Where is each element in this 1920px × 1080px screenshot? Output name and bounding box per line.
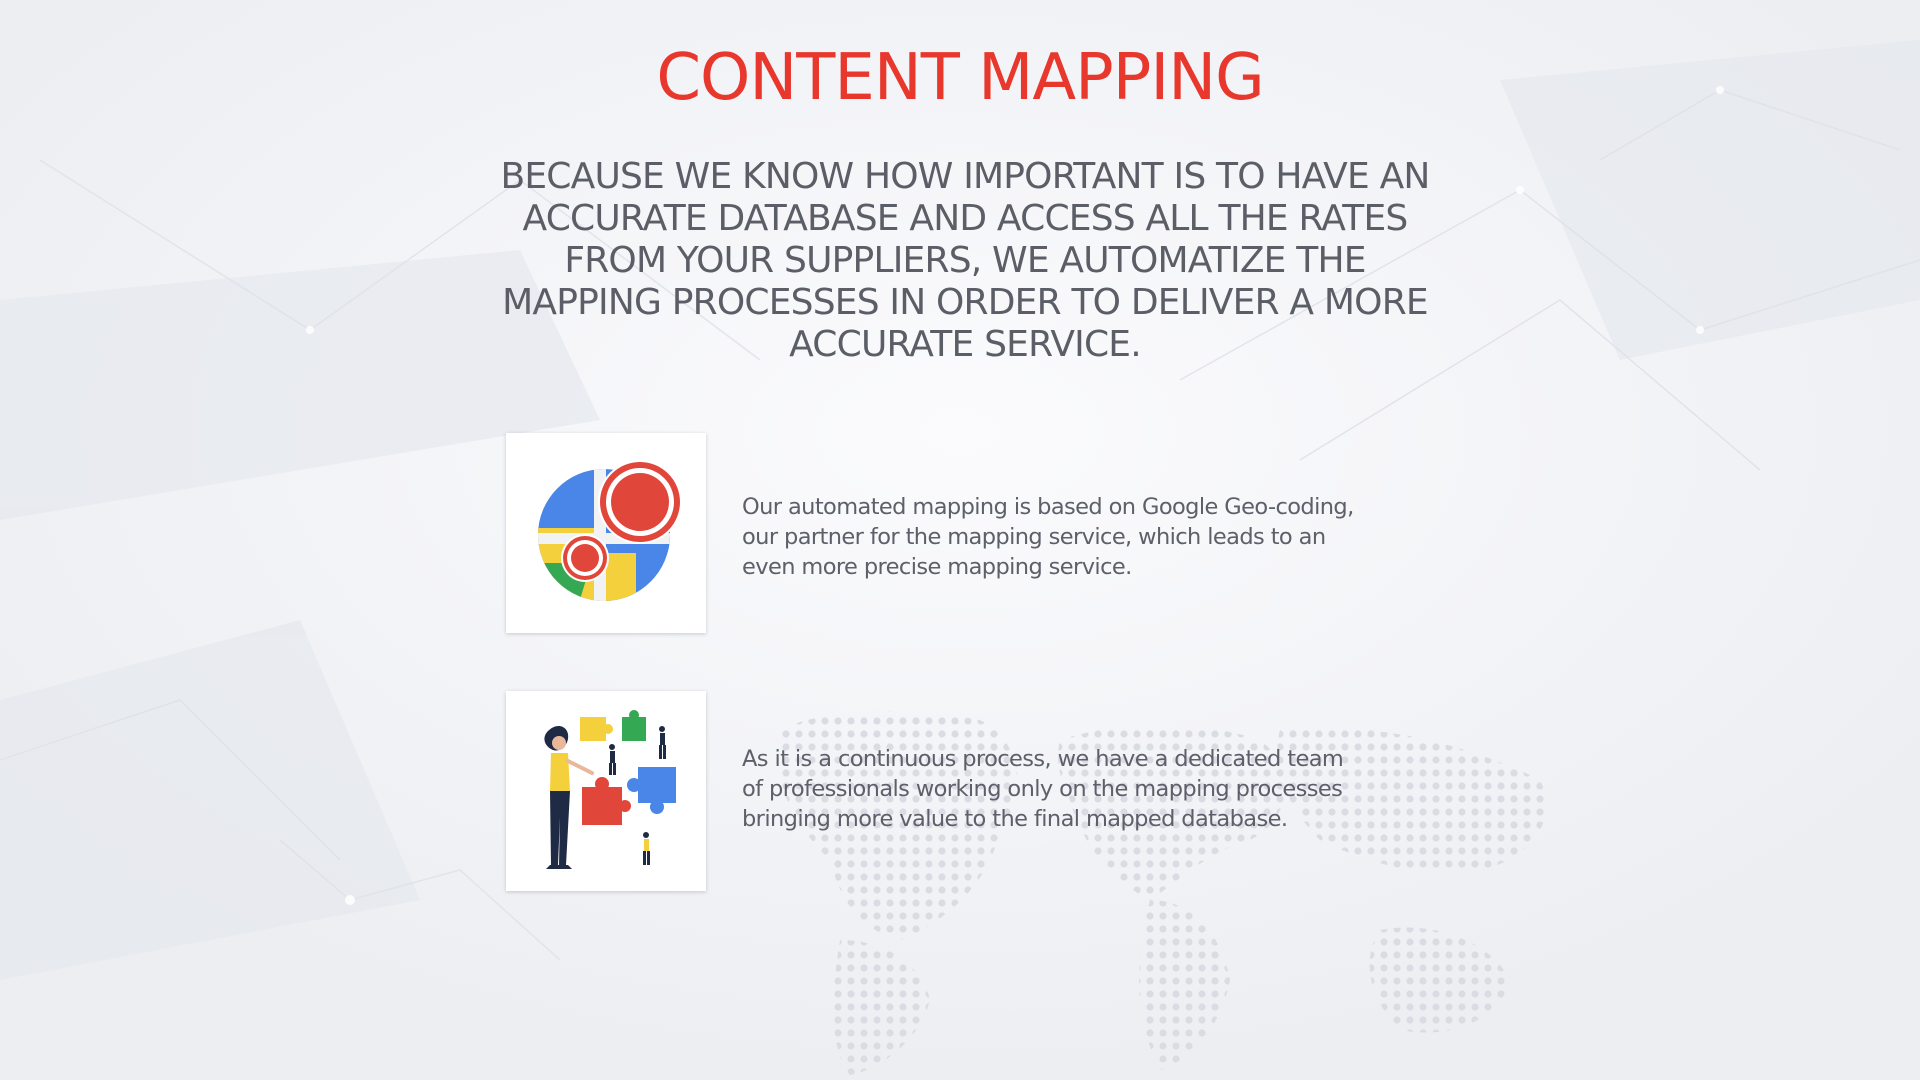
map-pin-icon: [538, 460, 682, 601]
feature-card-geocoding: [506, 433, 706, 633]
feature-card-team: [506, 691, 706, 891]
team-puzzle-icon: [544, 710, 676, 869]
feature-text-team: As it is a continuous process, we have a…: [742, 746, 1344, 832]
feature-text-geocoding: Our automated mapping is based on Google…: [742, 494, 1354, 580]
page-title: CONTENT MAPPING: [656, 41, 1264, 115]
intro-text: BECAUSE WE KNOW HOW IMPORTANT IS TO HAVE…: [500, 156, 1430, 365]
